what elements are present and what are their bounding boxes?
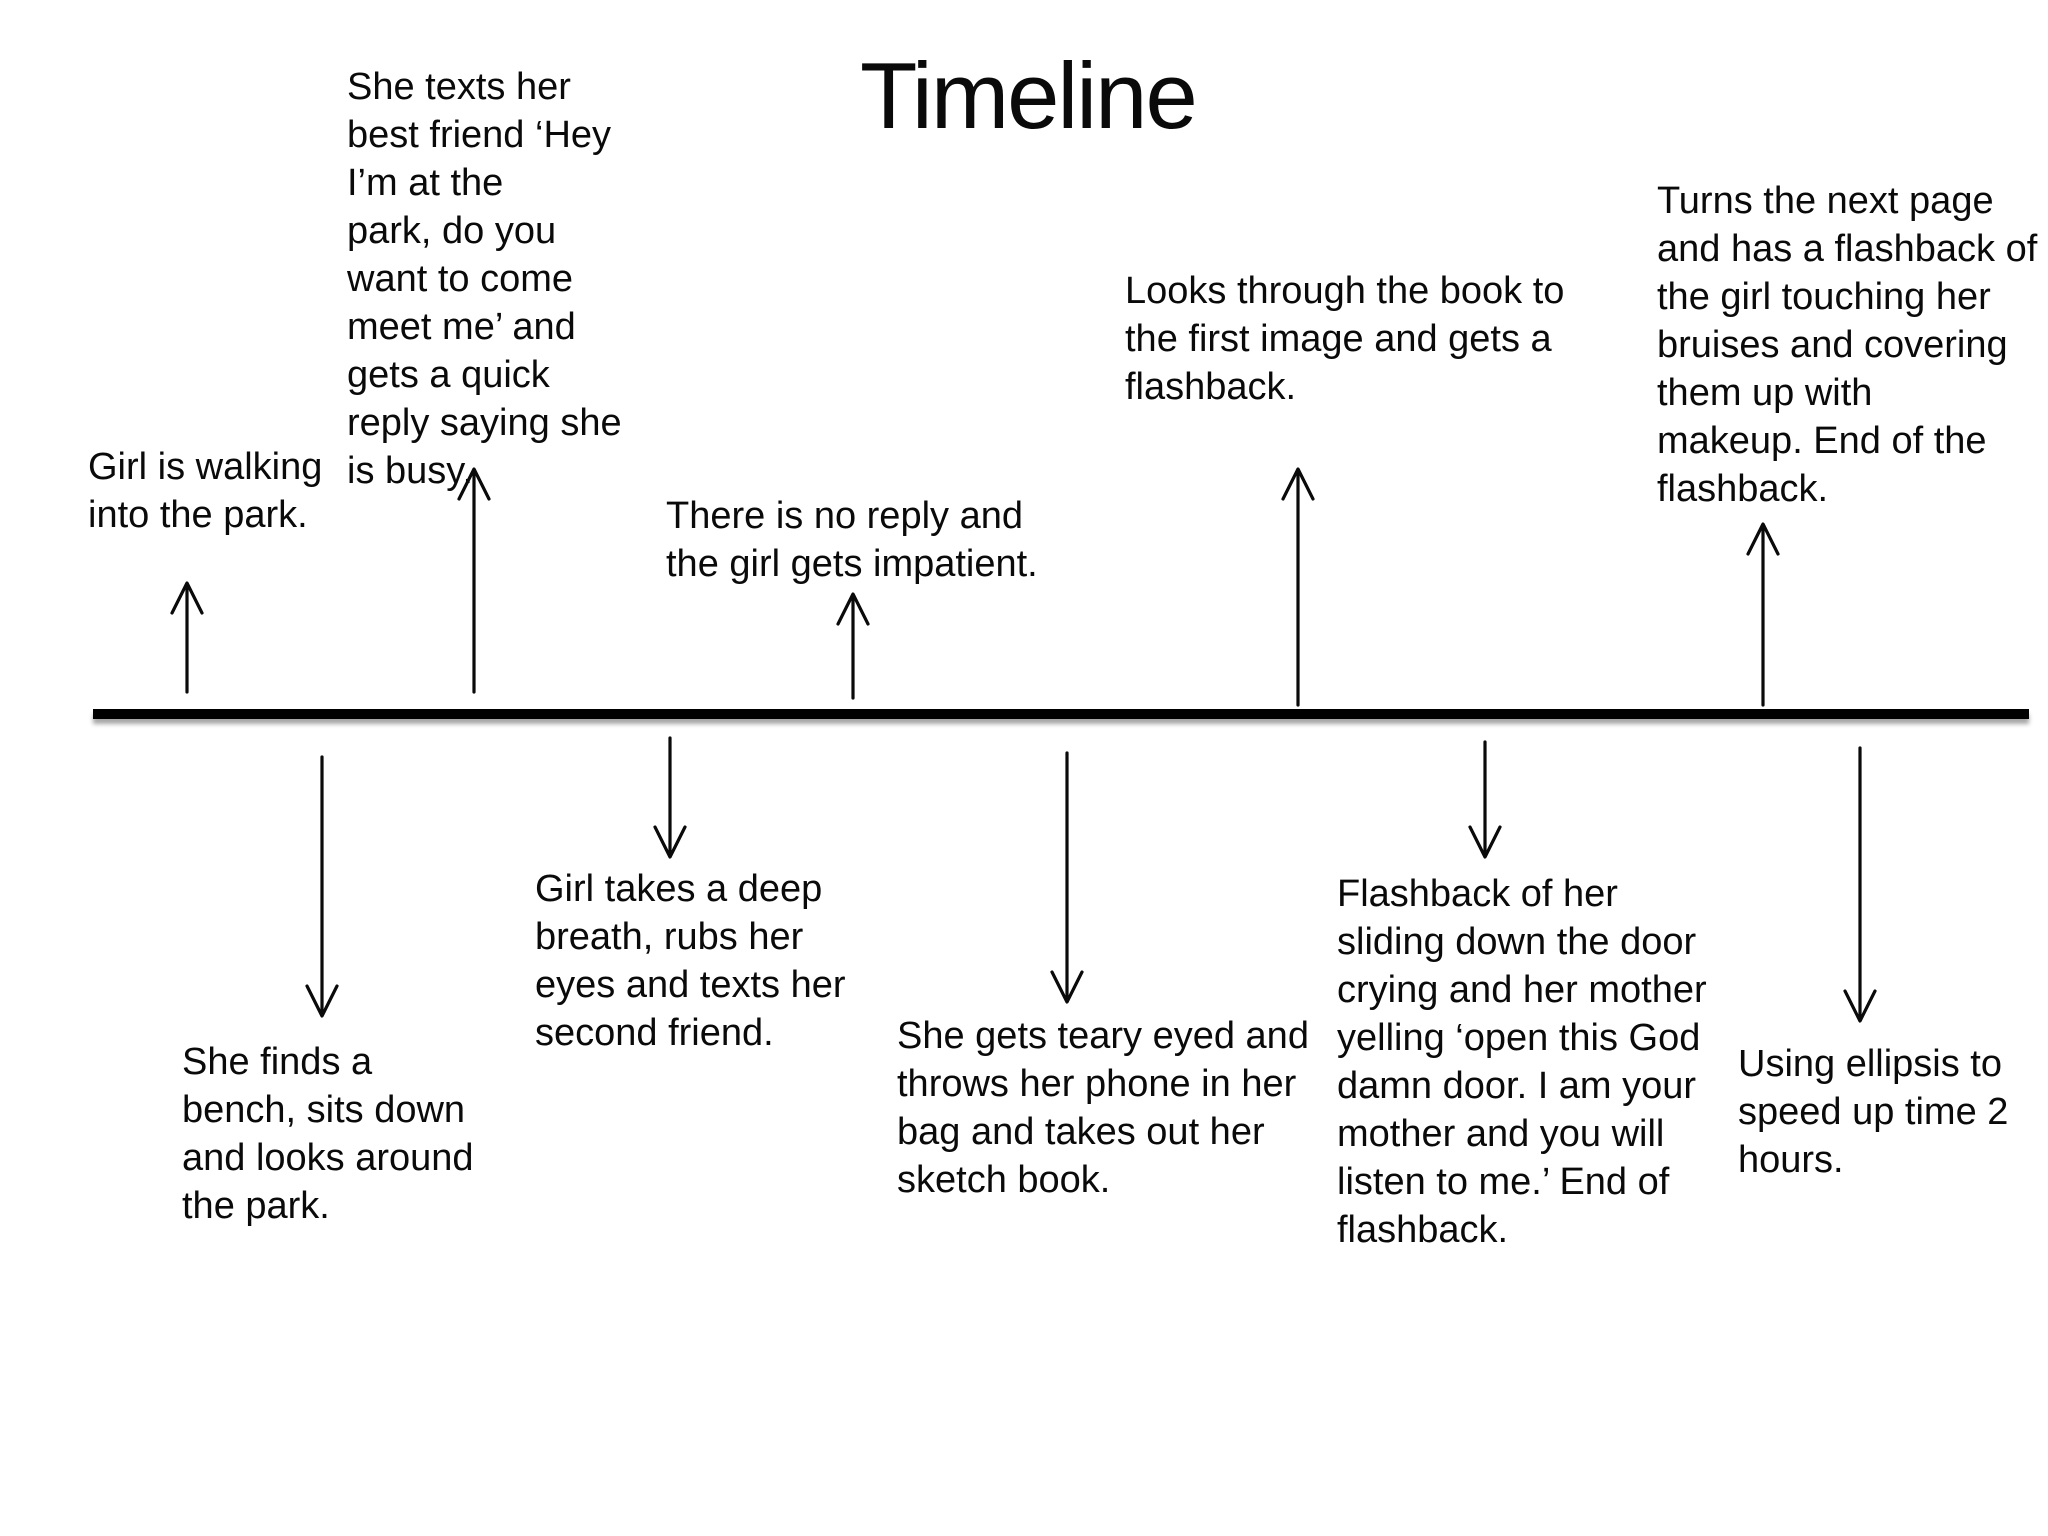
event-label-deep-breath: Girl takes a deep breath, rubs her eyes …	[535, 868, 846, 1054]
up-arrow-looks-book	[1281, 467, 1315, 707]
down-arrow-teary-eyed	[1050, 751, 1084, 1004]
up-arrow-no-reply	[836, 592, 870, 700]
down-arrow-flashback-mother	[1468, 740, 1502, 859]
event-label-no-reply: There is no reply and the girl gets impa…	[666, 495, 1038, 585]
up-arrow-texts-best-friend	[457, 467, 491, 694]
down-arrow-finds-bench	[305, 755, 339, 1018]
page-title: Timeline	[860, 43, 1198, 148]
up-arrow-turns-page	[1746, 522, 1780, 707]
event-label-girl-walking: Girl is walking into the park.	[88, 446, 323, 536]
event-label-flashback-mother: Flashback of her sliding down the door c…	[1337, 873, 1707, 1251]
up-arrow-girl-walking	[170, 581, 204, 694]
down-arrow-ellipsis	[1843, 746, 1877, 1023]
timeline-axis-line	[93, 709, 2029, 719]
down-arrow-deep-breath	[653, 736, 687, 859]
event-label-looks-book: Looks through the book to the first imag…	[1125, 270, 1565, 408]
event-label-turns-page: Turns the next page and has a flashback …	[1657, 180, 2038, 510]
event-label-ellipsis: Using ellipsis to speed up time 2 hours.	[1738, 1043, 2009, 1181]
event-label-teary-eyed: She gets teary eyed and throws her phone…	[897, 1015, 1309, 1201]
event-label-texts-best-friend: She texts her best friend ‘Hey I’m at th…	[347, 66, 622, 492]
event-label-finds-bench: She finds a bench, sits down and looks a…	[182, 1041, 474, 1227]
